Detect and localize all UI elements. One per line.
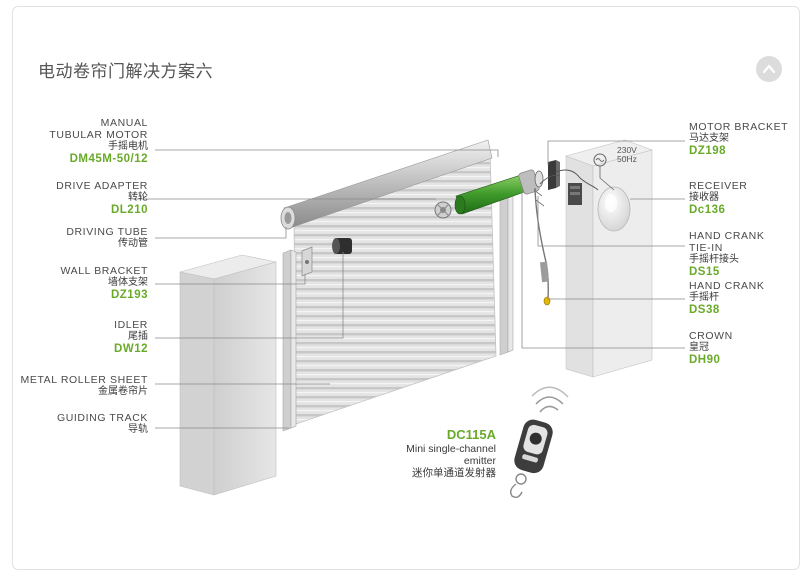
label-cn: 手摇杆接头 <box>689 254 739 266</box>
left-wall-pillar <box>179 254 277 496</box>
drive-adapter <box>434 201 452 219</box>
label-en: WALL BRACKET <box>60 265 148 277</box>
label-en: METAL ROLLER SHEET <box>20 374 148 386</box>
label-cn: 手摇杆 <box>689 292 719 304</box>
label-en: TIE-IN <box>689 242 723 255</box>
label-cn: 手摇电机 <box>108 141 148 153</box>
label-guiding-track: GUIDING TRACK 导轨 <box>57 412 148 436</box>
label-code: Dc136 <box>689 203 726 216</box>
driving-tube-roll <box>280 139 493 230</box>
label-en: TUBULAR MOTOR <box>49 129 148 142</box>
label-en: DRIVE ADAPTER <box>56 180 148 192</box>
label-cn: 马达支架 <box>689 133 729 145</box>
label-crown: CROWN 皇冠 DH90 <box>689 330 733 367</box>
label-en: DRIVING TUBE <box>66 226 148 238</box>
power-spec: 230V 50Hz <box>617 146 637 164</box>
label-motor-bracket: MOTOR BRACKET 马达支架 DZ198 <box>689 121 788 158</box>
label-code: DW12 <box>114 342 148 355</box>
switch-box <box>568 183 582 205</box>
emitter-en: emitter <box>463 455 496 467</box>
motor-bracket <box>548 160 560 190</box>
left-guide-track <box>282 249 297 432</box>
label-en: RECEIVER <box>689 180 748 192</box>
emitter-cn: 迷你单通道发射器 <box>412 467 496 480</box>
wiring <box>539 169 599 191</box>
emitter-en: Mini single-channel <box>406 442 496 455</box>
label-en: MOTOR BRACKET <box>689 121 789 133</box>
label-manual-tubular-motor: MANUAL TUBULAR MOTOR 手摇电机 DM45M-50/12 <box>49 117 148 166</box>
leader-lines <box>132 140 685 429</box>
label-cn: 金属卷帘片 <box>98 386 148 398</box>
label-hand-crank: HAND CRANK 手摇杆 DS38 <box>689 280 764 317</box>
label-code: DS15 <box>689 265 720 278</box>
receiver <box>597 186 631 232</box>
label-code: DZ193 <box>110 288 148 301</box>
label-cn: 皇冠 <box>689 342 709 354</box>
hand-crank <box>533 187 551 306</box>
label-code: DL210 <box>110 203 148 216</box>
label-en: GUIDING TRACK <box>56 412 148 424</box>
remote-emitter <box>509 386 569 499</box>
label-wall-bracket: WALL BRACKET 墙体支架 DZ193 <box>60 265 148 302</box>
label-en: HAND CRANK <box>689 280 765 292</box>
frequency-label: 50Hz <box>617 153 637 164</box>
label-metal-roller-sheet: METAL ROLLER SHEET 金属卷帘片 <box>21 374 149 398</box>
right-wall-pillar <box>565 139 653 378</box>
label-hand-crank-tie-in: HAND CRANK TIE-IN 手摇杆接头 DS15 <box>689 230 764 279</box>
label-cn: 墙体支架 <box>108 277 148 289</box>
label-en: MANUAL <box>100 117 148 129</box>
emitter-code: DC115A <box>446 427 496 442</box>
power-plug-icon <box>593 153 615 191</box>
label-en: CROWN <box>689 330 733 342</box>
label-driving-tube: DRIVING TUBE 传动管 <box>66 226 148 250</box>
label-cn: 导轨 <box>128 424 148 436</box>
chevron-up-icon <box>762 64 776 74</box>
label-cn: 尾插 <box>128 331 148 343</box>
label-code: DM45M-50/12 <box>69 152 148 165</box>
label-en: IDLER <box>114 319 148 331</box>
label-cn: 转轮 <box>128 192 148 204</box>
right-guide-track <box>499 184 514 356</box>
label-code: DS38 <box>689 303 720 316</box>
wall-bracket <box>301 246 313 277</box>
page-title: 电动卷帘门解决方案六 <box>38 62 213 82</box>
label-emitter: DC115A Mini single-channel emitter 迷你单通道… <box>406 427 496 480</box>
label-code: DH90 <box>689 353 721 366</box>
label-code: DZ198 <box>689 144 727 157</box>
label-drive-adapter: DRIVE ADAPTER 转轮 DL210 <box>56 180 148 217</box>
collapse-button[interactable] <box>756 56 782 82</box>
idler <box>332 238 352 254</box>
label-cn: 接收器 <box>689 192 719 204</box>
label-idler: IDLER 尾插 DW12 <box>114 319 148 356</box>
label-receiver: RECEIVER 接收器 Dc136 <box>689 180 747 217</box>
voltage-label: 230V <box>617 145 637 155</box>
label-cn: 传动管 <box>118 238 148 250</box>
label-en: HAND CRANK <box>689 230 765 242</box>
